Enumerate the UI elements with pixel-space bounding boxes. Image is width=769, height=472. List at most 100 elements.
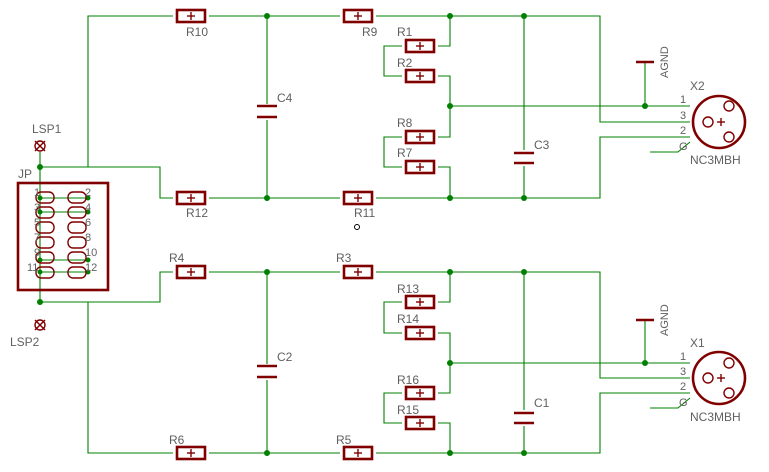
junction	[264, 269, 270, 275]
junctions	[37, 13, 648, 456]
wire-r3-out	[376, 271, 650, 379]
junction	[447, 103, 453, 109]
wire-r13r14-loop	[383, 301, 402, 334]
wire-top-left	[40, 15, 173, 168]
resistor-r10-label: R10	[186, 25, 208, 39]
resistor-r9[interactable]: R9	[342, 8, 378, 39]
junction	[642, 103, 648, 109]
connector-x1[interactable]: 1 3 2 G X1 NC3MBH	[650, 336, 747, 424]
resistor-r16-label: R16	[397, 373, 419, 387]
wire-r1r2-left	[438, 16, 451, 47]
jp-pin-11: 11	[27, 262, 38, 274]
resistor-r11-label: R11	[354, 206, 375, 220]
wire-r5-out	[376, 392, 650, 454]
agnd-lower[interactable]: AGND	[636, 304, 671, 336]
jp-pin-9: 9	[34, 247, 40, 259]
resistor-r2-label: R2	[397, 56, 413, 70]
pad-lsp1[interactable]: LSP1	[32, 122, 62, 152]
jp-pin-6: 6	[85, 217, 91, 229]
junction	[447, 13, 453, 19]
capacitor-c4[interactable]: C4	[257, 91, 293, 119]
x1-pin-1: 1	[680, 351, 686, 363]
junction	[37, 299, 43, 305]
junction	[37, 164, 43, 170]
jp-pin-10: 10	[85, 247, 97, 259]
resistor-r13[interactable]: R13	[397, 282, 436, 310]
capacitor-c1-label: C1	[534, 396, 550, 410]
pad-lsp1-label: LSP1	[32, 122, 62, 136]
jp-pin-8: 8	[85, 232, 91, 244]
wire-r12	[40, 166, 173, 199]
connector-x2-label: X2	[690, 79, 705, 93]
junction	[264, 450, 270, 456]
junction	[521, 450, 527, 456]
capacitor-c3[interactable]: C3	[514, 138, 550, 165]
jp-pin-3: 3	[34, 202, 40, 214]
resistor-r10[interactable]: R10	[175, 8, 208, 39]
jp-pin-1: 1	[34, 187, 40, 199]
resistors: R10 R9 R1 R2 R8 R7	[169, 8, 436, 461]
wire-bot-left	[40, 301, 173, 454]
resistor-r12-label: R12	[186, 206, 208, 220]
resistor-r11[interactable]: R11	[342, 190, 375, 220]
resistor-r5[interactable]: R5	[336, 433, 374, 461]
x1-pin-3: 3	[680, 366, 686, 378]
resistor-r1[interactable]: R1	[397, 25, 436, 54]
connector-x2-part: NC3MBH	[690, 153, 741, 167]
junction	[37, 269, 43, 275]
resistor-r6[interactable]: R6	[169, 433, 207, 461]
junction	[37, 195, 43, 201]
junction	[85, 269, 91, 275]
resistor-r3[interactable]: R3	[336, 251, 374, 280]
junction	[85, 195, 91, 201]
connector-x1-part: NC3MBH	[690, 410, 741, 424]
capacitor-c2-label: C2	[277, 350, 293, 364]
resistor-r12[interactable]: R12	[175, 190, 208, 220]
junction	[37, 209, 43, 215]
wire-r16r15-loop	[383, 392, 402, 424]
capacitor-c2[interactable]: C2	[257, 350, 293, 379]
resistor-r6-label: R6	[169, 433, 185, 447]
resistor-r8[interactable]: R8	[397, 116, 436, 145]
x1-pin-2: 2	[680, 381, 686, 393]
x2-pin-1: 1	[680, 94, 686, 106]
resistor-r3-label: R3	[336, 251, 352, 265]
resistor-r16[interactable]: R16	[397, 373, 436, 401]
connector-x2[interactable]: 1 3 2 G X2 NC3MBH	[650, 79, 747, 167]
capacitors: C4 C3 C2 C1	[257, 91, 550, 425]
wire-r1r2-loop	[383, 45, 402, 77]
connector-x1-label: X1	[690, 336, 705, 350]
pad-lsp2[interactable]: LSP2	[10, 319, 46, 349]
wire-r7-out	[438, 166, 451, 198]
wire-r16-in	[438, 363, 451, 394]
resistor-r14[interactable]: R14	[397, 312, 436, 341]
capacitor-c1[interactable]: C1	[514, 396, 550, 425]
x2-pin-g: G	[679, 141, 688, 153]
wire-r15-out	[438, 422, 451, 453]
wire-r8-r7	[438, 106, 451, 138]
junction	[521, 13, 527, 19]
wire-top-right	[376, 15, 650, 123]
wire-r13-in	[438, 272, 451, 303]
junction	[447, 360, 453, 366]
header-pins-right	[67, 191, 87, 279]
resistor-r2[interactable]: R2	[397, 56, 436, 84]
jp-pin-12: 12	[85, 262, 97, 274]
junction	[37, 257, 43, 263]
resistor-r7[interactable]: R7	[397, 146, 436, 175]
resistor-r1-label: R1	[397, 25, 413, 39]
junction	[85, 209, 91, 215]
junction	[447, 195, 453, 201]
resistor-r15[interactable]: R15	[397, 403, 436, 431]
junction	[521, 195, 527, 201]
agnd-upper[interactable]: AGND	[636, 46, 671, 78]
header-jp[interactable]: JP 1 3 5 7 9 11 2 4 6 8 10 12	[16, 167, 110, 292]
wire-r8r7-loop	[383, 136, 402, 168]
junction	[521, 269, 527, 275]
jp-pin-5: 5	[34, 217, 40, 229]
junction	[642, 360, 648, 366]
junction	[264, 13, 270, 19]
resistor-r4[interactable]: R4	[169, 251, 207, 280]
header-jp-label: JP	[18, 167, 32, 181]
